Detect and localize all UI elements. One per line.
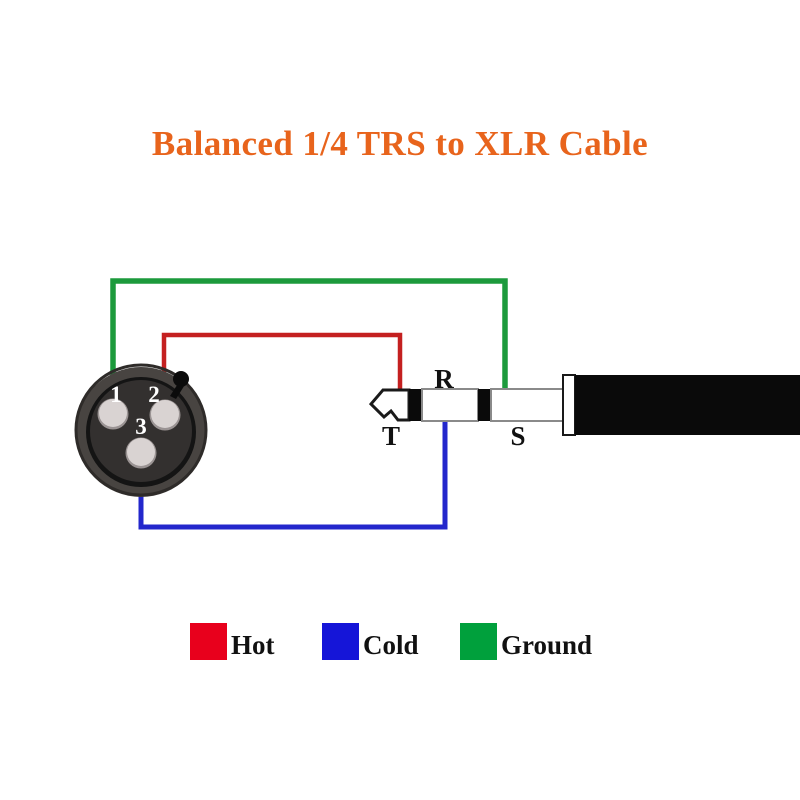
xlr-pin-1-label: 1 bbox=[110, 382, 122, 407]
xlr-pin-3-label: 3 bbox=[135, 414, 147, 439]
legend-item-cold: Cold bbox=[322, 618, 419, 664]
xlr-pin-2[interactable] bbox=[149, 399, 181, 431]
trs-collar bbox=[562, 374, 576, 436]
xlr-pin-1[interactable] bbox=[97, 398, 129, 430]
trs-insulator-2 bbox=[478, 389, 491, 421]
legend-swatch-cold bbox=[322, 622, 359, 660]
wire-ground-pin1-to-sleeve bbox=[110, 278, 508, 416]
xlr-connector[interactable] bbox=[74, 363, 208, 497]
legend-label-hot: Hot bbox=[231, 630, 275, 660]
trs-sleeve-contact[interactable] bbox=[490, 388, 564, 422]
trs-ring-label: R bbox=[434, 364, 454, 394]
legend-label-ground: Ground bbox=[501, 630, 593, 660]
legend-swatch-ground bbox=[460, 622, 497, 660]
page-title: Balanced 1/4 TRS to XLR Cable bbox=[151, 124, 649, 163]
xlr-notch-tail bbox=[170, 379, 186, 399]
trs-plug[interactable] bbox=[368, 374, 800, 436]
xlr-pin-2-label: 2 bbox=[148, 382, 160, 407]
legend: Hot Cold Ground bbox=[180, 614, 620, 670]
trs-ring-contact[interactable] bbox=[421, 388, 479, 422]
trs-tip-contact[interactable] bbox=[368, 388, 411, 422]
trs-tip-label: T bbox=[381, 421, 400, 451]
legend-label-cold: Cold bbox=[363, 630, 419, 660]
trs-insulator-1 bbox=[409, 389, 422, 421]
trs-sleeve-label: S bbox=[510, 421, 526, 451]
legend-item-hot: Hot bbox=[190, 618, 275, 664]
legend-swatch-hot bbox=[190, 622, 227, 660]
xlr-pin-3[interactable] bbox=[125, 437, 157, 469]
trs-plug-handle[interactable] bbox=[575, 375, 800, 435]
legend-item-ground: Ground bbox=[460, 618, 592, 664]
xlr-outer-shell-shade bbox=[74, 363, 208, 497]
